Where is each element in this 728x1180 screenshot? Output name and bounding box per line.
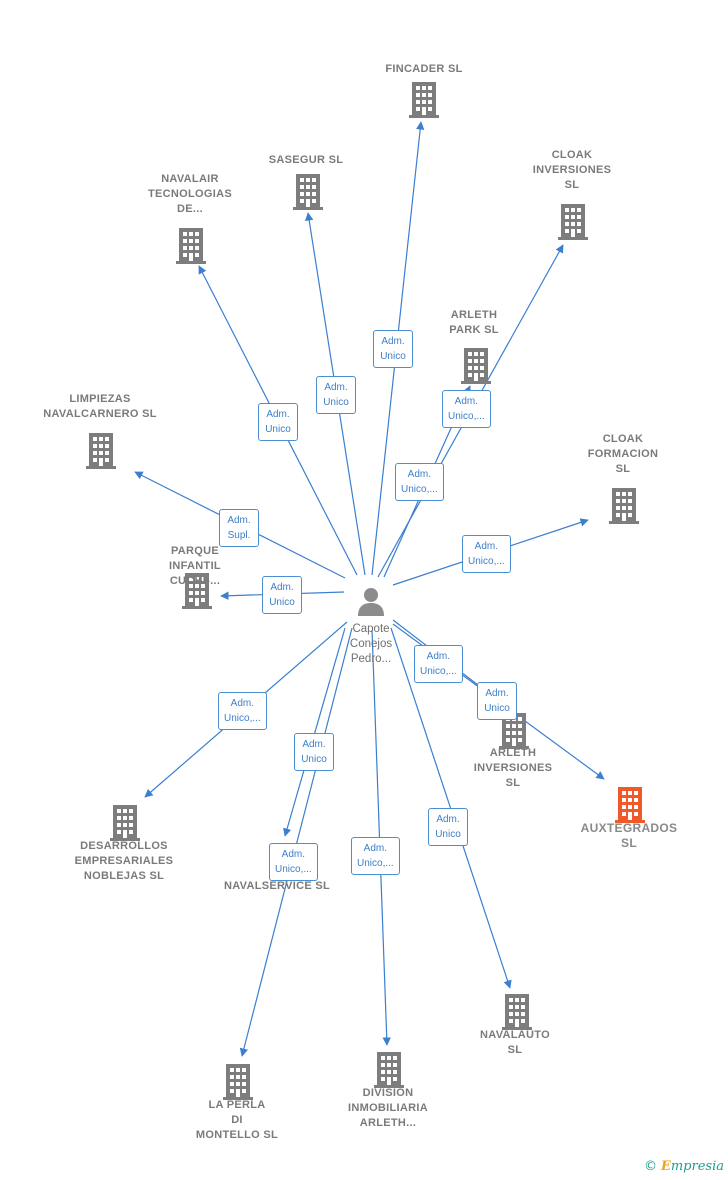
relation-label-arleth-park[interactable]: Adm. Unico,... [395, 463, 444, 501]
building-icon[interactable] [557, 204, 589, 240]
relation-label-la-perla[interactable]: Adm. Unico,... [269, 843, 318, 881]
company-label-fincader[interactable]: FINCADER SL [385, 63, 463, 75]
company-label-cloak-inversiones[interactable]: CLOAK INVERSIONES SL [532, 149, 612, 191]
company-label-sasegur[interactable]: SASEGUR SL [268, 154, 344, 166]
edge-la-perla [239, 627, 353, 1057]
relation-label-division[interactable]: Adm. Unico,... [351, 837, 400, 875]
building-icon[interactable] [373, 1052, 405, 1088]
person-label[interactable]: Capote Conejos Pedro... [349, 623, 393, 665]
building-icon[interactable] [85, 433, 117, 469]
empresia-logo[interactable]: ©Empresia [644, 1159, 724, 1174]
relation-label-arleth-inversiones[interactable]: Adm. Unico,... [414, 645, 463, 683]
company-label-la-perla[interactable]: LA PERLA DI MONTELLO SL [195, 1099, 279, 1141]
company-label-limpiezas[interactable]: LIMPIEZAS NAVALCARNERO SL [43, 393, 157, 420]
company-label-navalauto[interactable]: NAVALAUTO SL [480, 1029, 550, 1056]
building-icon[interactable] [408, 82, 440, 118]
company-label-navalservice[interactable]: NAVALSERVICE SL [224, 880, 330, 892]
company-label-auxtegrados[interactable]: AUXTEGRADOS SL [580, 821, 678, 850]
relation-label-navalservice[interactable]: Adm. Unico [294, 733, 334, 771]
relation-label-navalair[interactable]: Adm. Unico [258, 403, 298, 441]
building-icon[interactable] [614, 787, 646, 823]
relation-label-cloak-formacion[interactable]: Adm. Unico,... [462, 535, 511, 573]
company-label-cloak-formacion[interactable]: CLOAK FORMACION SL [587, 433, 659, 475]
building-icon[interactable] [222, 1064, 254, 1100]
company-label-desarrollos[interactable]: DESARROLLOS EMPRESARIALES NOBLEJAS SL [74, 840, 174, 882]
relation-label-fincader[interactable]: Adm. Unico [373, 330, 413, 368]
building-icon[interactable] [608, 488, 640, 524]
building-icon[interactable] [460, 348, 492, 384]
building-icon[interactable] [109, 805, 141, 841]
relation-label-auxtegrados[interactable]: Adm. Unico [477, 682, 517, 720]
relation-label-limpiezas[interactable]: Adm. Supl. [219, 509, 259, 547]
building-icon[interactable] [501, 994, 533, 1030]
company-label-arleth-park[interactable]: ARLETH PARK SL [449, 309, 499, 336]
company-label-navalair[interactable]: NAVALAIR TECNOLOGIAS DE... [148, 173, 232, 215]
relation-label-sasegur[interactable]: Adm. Unico [316, 376, 356, 414]
company-label-division[interactable]: DIVISION INMOBILIARIA ARLETH... [348, 1087, 428, 1129]
brand-initial: E [660, 1159, 671, 1174]
relation-label-parque-infantil[interactable]: Adm. Unico [262, 576, 302, 614]
brand-name: mpresia [670, 1159, 724, 1174]
company-label-parque-infantil[interactable]: PARQUE INFANTIL CUCHI-... [169, 545, 221, 587]
relation-label-cloak-inversiones[interactable]: Adm. Unico,... [442, 390, 491, 428]
edge-navalservice [283, 627, 346, 837]
relation-label-navalauto[interactable]: Adm. Unico [428, 808, 468, 846]
relation-label-desarrollos[interactable]: Adm. Unico,... [218, 692, 267, 730]
person-icon[interactable] [354, 584, 388, 618]
copyright-symbol: © [643, 1159, 657, 1174]
building-icon[interactable] [292, 174, 324, 210]
company-label-arleth-inversiones[interactable]: ARLETH INVERSIONES SL [473, 747, 553, 789]
building-icon[interactable] [175, 228, 207, 264]
